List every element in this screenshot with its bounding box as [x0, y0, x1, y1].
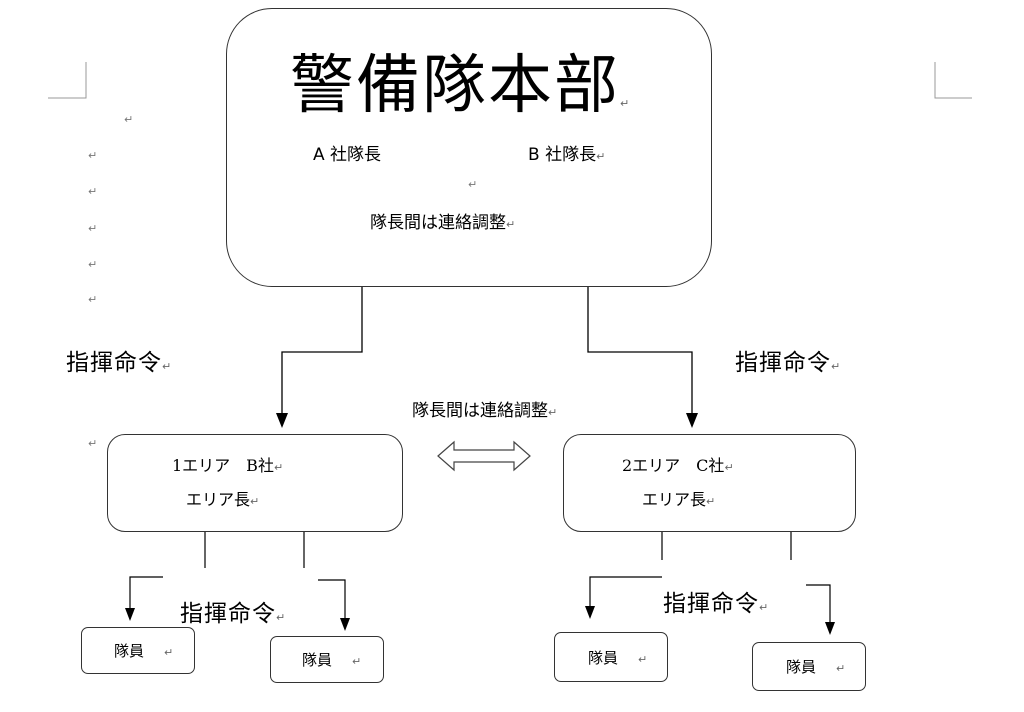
area1-branch-right [318, 579, 346, 620]
hq-left-leader: A 社隊長 [313, 145, 382, 165]
return-mark: ↵ [88, 293, 98, 306]
connector-hq-area1 [281, 287, 363, 415]
area2-line1-row: 2エリア C社↵ [622, 456, 734, 475]
area2-branch-right [806, 584, 831, 624]
member-4-label: 隊員 [786, 658, 817, 676]
member-box-1 [81, 627, 195, 674]
area1-box [107, 434, 403, 532]
return-mark: ↵ [88, 258, 98, 271]
member-2-row: 隊員↵ [302, 651, 362, 669]
member-3-row: 隊員↵ [588, 649, 648, 667]
area2-branch-left [589, 576, 662, 608]
arrowhead-member1 [125, 608, 135, 621]
area1-line1: 1エリア B社 [172, 456, 274, 475]
area2-command: 指揮命令 [663, 591, 759, 617]
member-1-label: 隊員 [114, 642, 145, 660]
crop-mark-right [934, 62, 972, 99]
return-mark: ↵ [88, 222, 98, 235]
hq-coordination-row: 隊長間は連絡調整↵ [370, 213, 516, 233]
area2-line1: 2エリア C社 [622, 456, 725, 475]
area1-command-row: 指揮命令↵ [180, 601, 287, 627]
hq-title-row: 警備隊本部↵ [290, 34, 631, 126]
return-mark: ↵ [88, 149, 98, 162]
mid-coordination-row: 隊長間は連絡調整↵ [412, 401, 558, 421]
member-2-label: 隊員 [302, 651, 333, 669]
crop-mark-left [48, 62, 87, 99]
arrowhead-member4 [825, 622, 835, 635]
return-mark: ↵ [88, 437, 98, 450]
area1-command: 指揮命令 [180, 601, 276, 627]
hq-right-leader-row: B 社隊長↵ [528, 145, 606, 165]
mid-coordination: 隊長間は連絡調整 [412, 401, 548, 421]
member-box-3 [554, 632, 668, 682]
area2-line2: エリア長 [642, 490, 707, 509]
hq-coordination: 隊長間は連絡調整 [370, 213, 506, 233]
area1-branch-left [129, 576, 163, 610]
arrowhead-member3 [585, 606, 595, 619]
area1-line1-row: 1エリア B社↵ [172, 456, 284, 475]
member-4-row: 隊員↵ [786, 658, 846, 676]
return-mark: ↵ [620, 97, 632, 110]
arrowhead-area2 [686, 413, 698, 428]
hq-title: 警備隊本部 [290, 49, 620, 123]
arrowhead-area1 [276, 413, 288, 428]
area2-command-row: 指揮命令↵ [663, 591, 770, 617]
connector-hq-area2 [587, 287, 693, 415]
mid-double-arrow [437, 440, 531, 472]
area2-box [563, 434, 856, 532]
area2-line2-row: エリア長↵ [642, 490, 716, 509]
hq-right-leader: B 社隊長 [528, 145, 597, 165]
return-mark: ↵ [468, 178, 478, 191]
command-left: 指揮命令 [66, 350, 162, 376]
return-mark: ↵ [124, 113, 134, 126]
area1-line2: エリア長 [186, 490, 251, 509]
member-3-label: 隊員 [588, 649, 619, 667]
member-box-2 [270, 636, 384, 683]
return-mark: ↵ [88, 185, 98, 198]
member-box-4 [752, 642, 866, 691]
member-1-row: 隊員↵ [114, 642, 174, 660]
command-right: 指揮命令 [735, 350, 831, 376]
command-left-row: 指揮命令↵ [66, 350, 173, 376]
arrowhead-member2 [340, 618, 350, 631]
area1-line2-row: エリア長↵ [186, 490, 260, 509]
hq-box [226, 8, 712, 287]
command-right-row: 指揮命令↵ [735, 350, 842, 376]
